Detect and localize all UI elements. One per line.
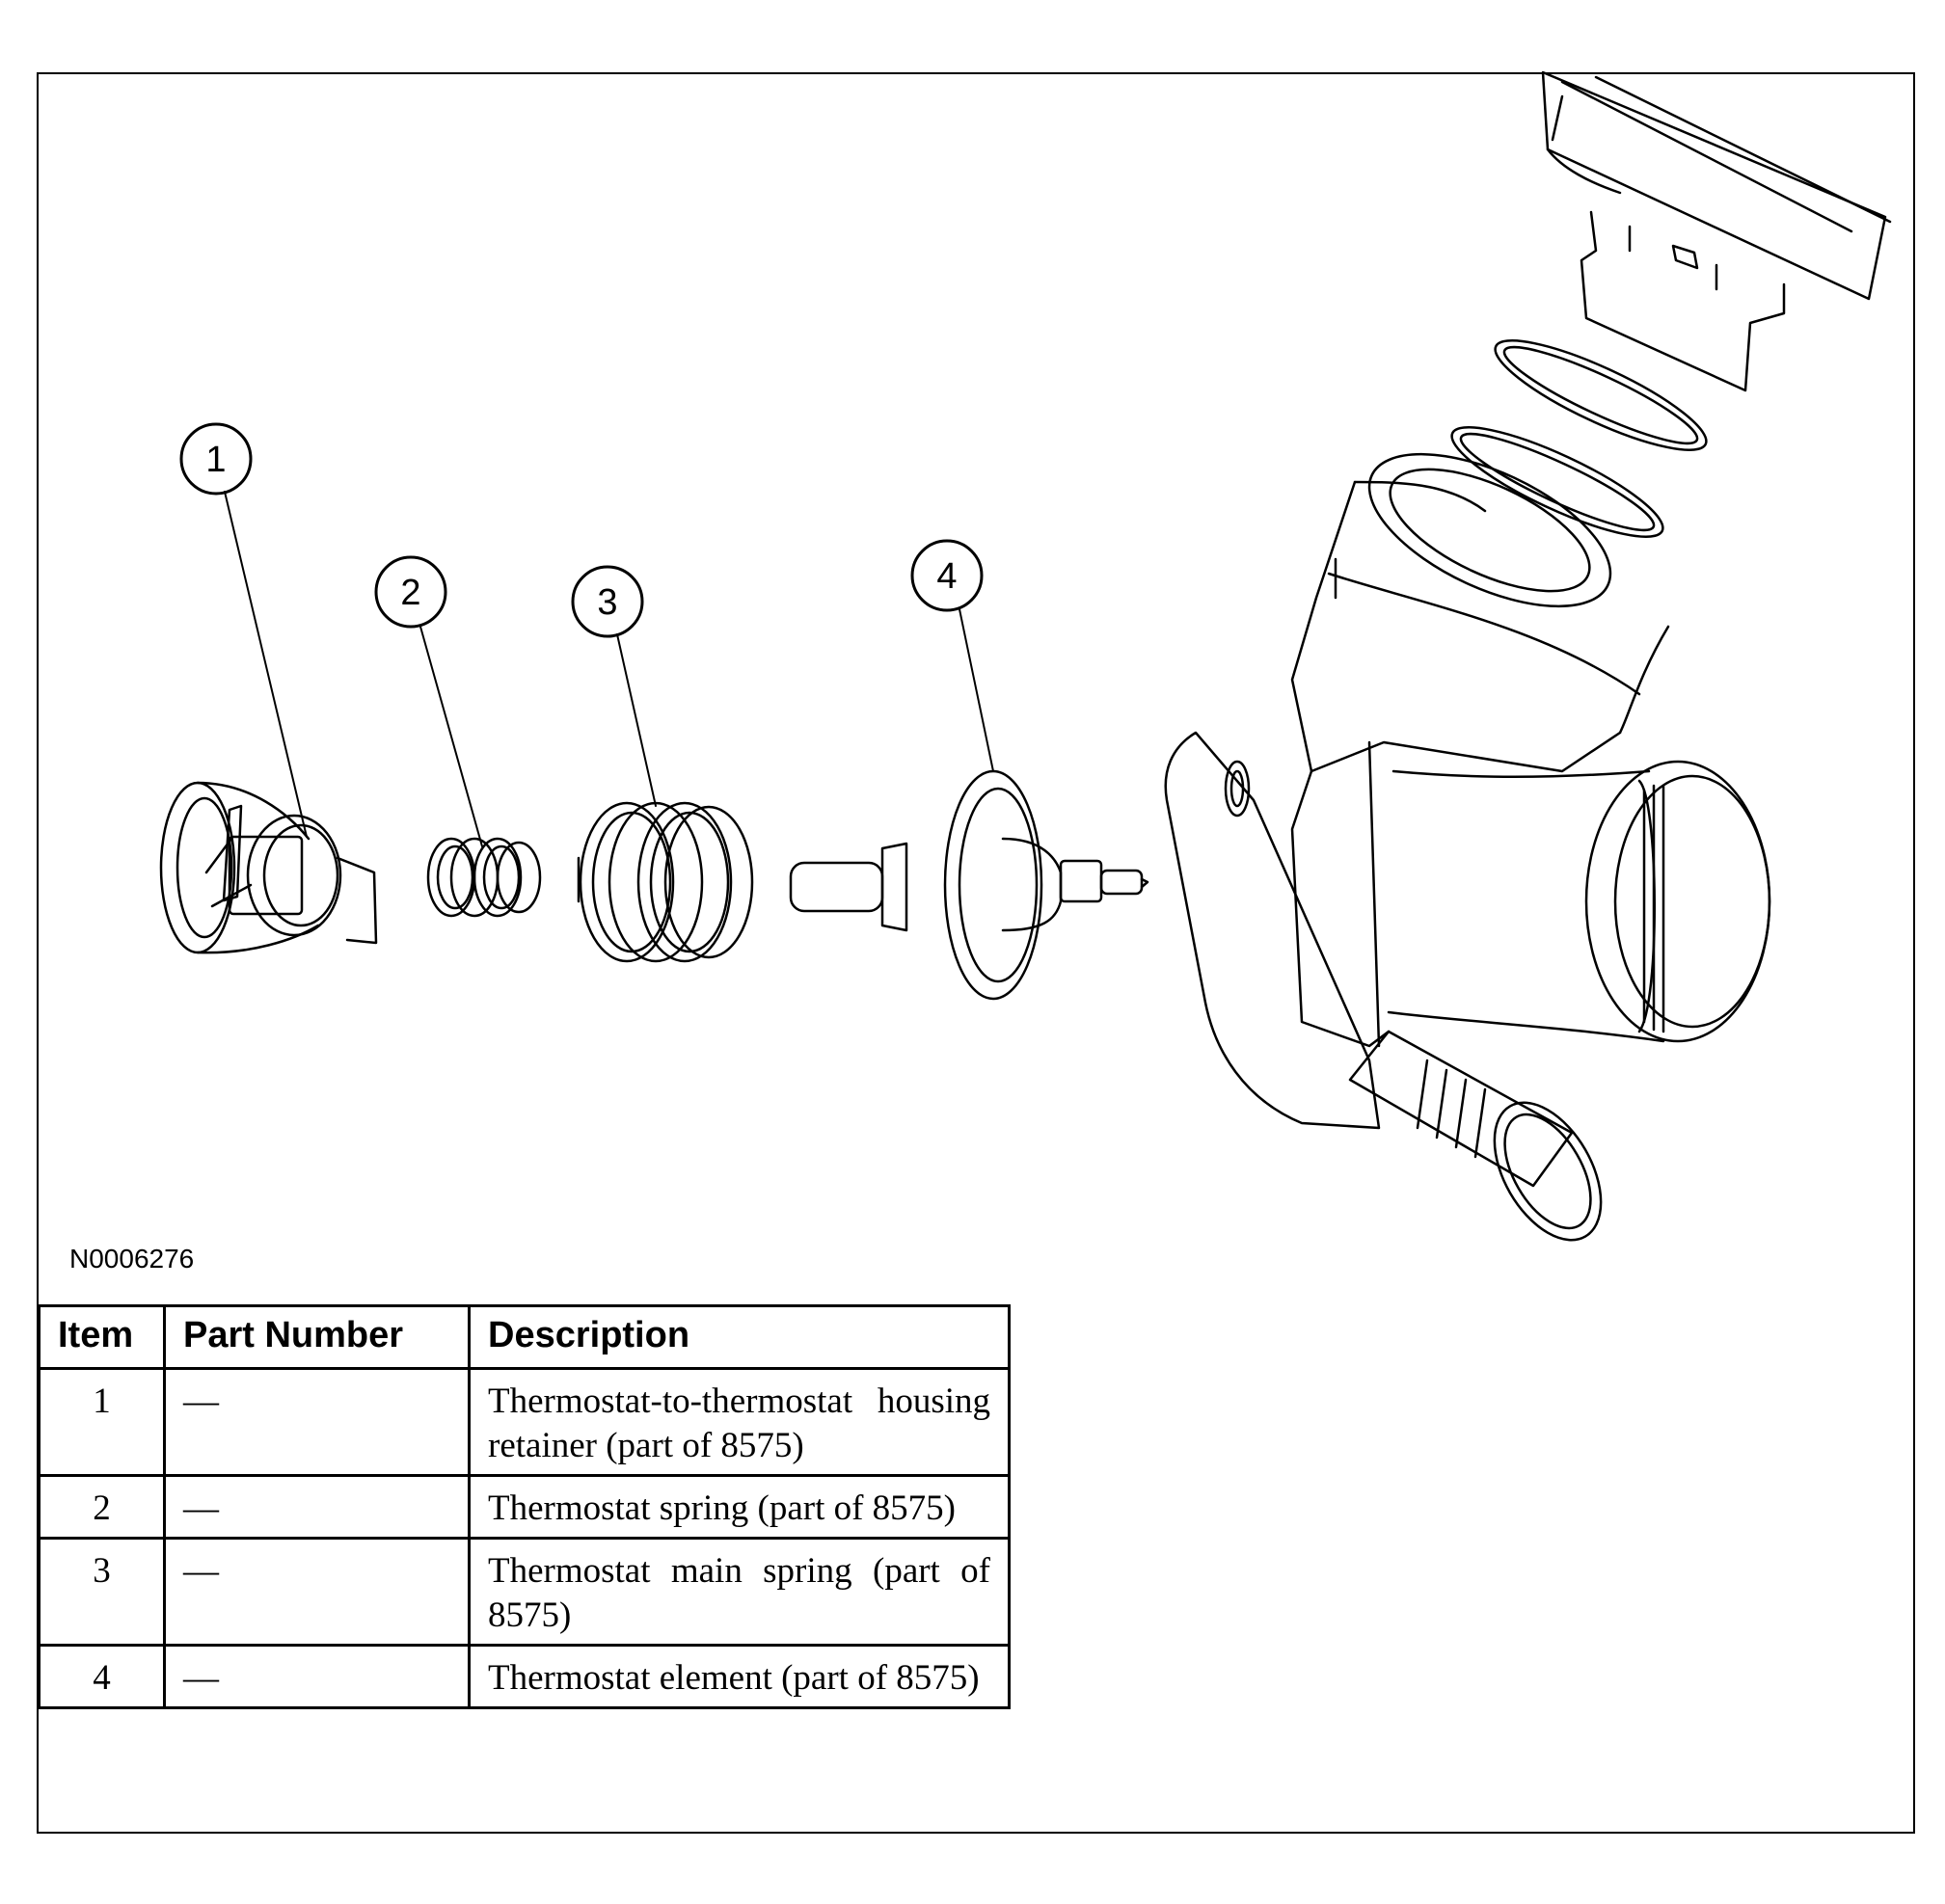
thermostat-housing-drawing xyxy=(1164,452,1771,1242)
figure-id: N0006276 xyxy=(69,1244,195,1274)
item-cell: 1 xyxy=(38,1367,166,1477)
item-cell: 4 xyxy=(38,1644,166,1709)
parts-table: Item Part Number Description 1 — Thermos… xyxy=(38,1304,1011,1709)
small-spring-drawing xyxy=(426,837,542,918)
description-cell: Thermostat spring (part of 8575) xyxy=(468,1474,1011,1540)
header-description: Description xyxy=(468,1304,1011,1370)
description-cell: Thermostat element (part of 8575) xyxy=(468,1644,1011,1709)
table-header-row: Item Part Number Description xyxy=(38,1304,1011,1370)
callout-bubble-1: 1 xyxy=(179,422,253,496)
item-cell: 3 xyxy=(38,1537,166,1647)
diagram-frame xyxy=(37,72,1915,1834)
table-row: 3 — Thermostat main spring (part of 8575… xyxy=(38,1537,1011,1647)
part-number-cell: — xyxy=(163,1537,471,1647)
header-part-number: Part Number xyxy=(163,1304,471,1370)
part-number-cell: — xyxy=(163,1644,471,1709)
svg-text:3: 3 xyxy=(597,582,617,623)
thermostat-element-drawing xyxy=(789,769,1149,1001)
callout-bubble-4: 4 xyxy=(910,539,984,612)
description-cell: Thermostat main spring (part of 8575) xyxy=(468,1537,1011,1647)
callout-bubble-2: 2 xyxy=(374,555,447,629)
description-cell: Thermostat-to-thermostat housing retaine… xyxy=(468,1367,1011,1477)
main-spring-drawing xyxy=(577,801,754,963)
cap-drawing xyxy=(1541,70,1892,392)
svg-text:2: 2 xyxy=(400,573,420,613)
header-item: Item xyxy=(38,1304,166,1370)
retainer-part-drawing xyxy=(159,781,378,954)
table-row: 1 — Thermostat-to-thermostat housing ret… xyxy=(38,1367,1011,1477)
svg-text:1: 1 xyxy=(205,440,226,480)
table-row: 4 — Thermostat element (part of 8575) xyxy=(38,1644,1011,1709)
part-number-cell: — xyxy=(163,1367,471,1477)
svg-text:4: 4 xyxy=(936,556,957,597)
part-number-cell: — xyxy=(163,1474,471,1540)
table-row: 2 — Thermostat spring (part of 8575) xyxy=(38,1474,1011,1540)
callout-leaders xyxy=(224,491,994,847)
callout-bubble-3: 3 xyxy=(571,565,644,638)
o-ring-drawing xyxy=(1450,339,1708,538)
item-cell: 2 xyxy=(38,1474,166,1540)
